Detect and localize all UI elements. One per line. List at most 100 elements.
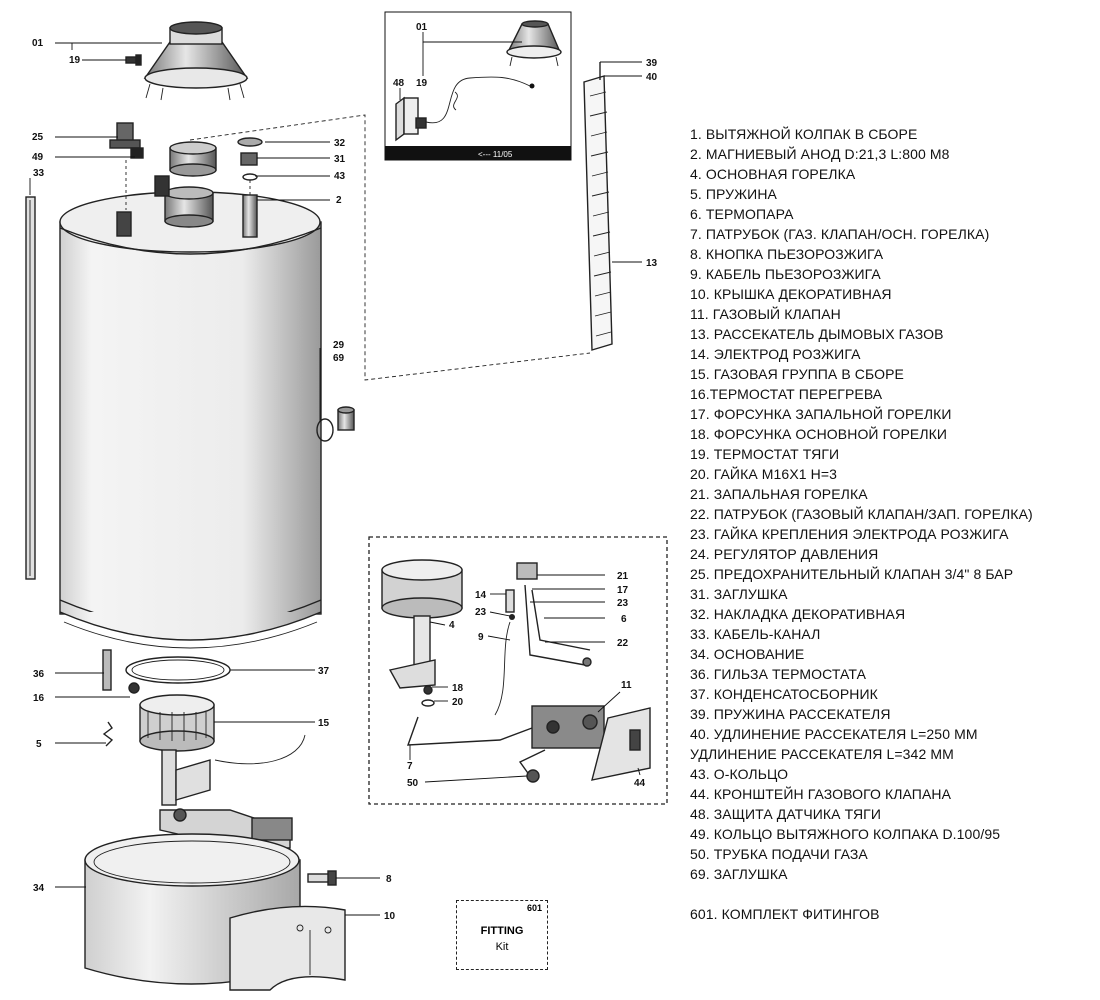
- callout-18: 18: [452, 683, 464, 694]
- inset-date: <--- 11/05: [478, 150, 513, 159]
- callout-39: 39: [646, 58, 658, 69]
- callout-25: 25: [32, 132, 44, 143]
- inset-callout-01: 01: [416, 22, 428, 33]
- inset-callout-48: 48: [393, 78, 405, 89]
- callout-4: 4: [449, 620, 455, 631]
- callout-23-left: 23: [475, 607, 487, 618]
- legend-item: 25. ПРЕДОХРАНИТЕЛЬНЫЙ КЛАПАН 3/4" 8 БАР: [690, 566, 1014, 582]
- callout-17: 17: [617, 585, 629, 596]
- callout-40: 40: [646, 72, 658, 83]
- callout-22: 22: [617, 638, 629, 649]
- inset-callout-19: 19: [416, 78, 428, 89]
- legend-item: 22. ПАТРУБОК (ГАЗОВЫЙ КЛАПАН/ЗАП. ГОРЕЛК…: [690, 506, 1033, 522]
- callout-9: 9: [478, 632, 484, 643]
- callout-37: 37: [318, 666, 330, 677]
- condensate-collector: [125, 656, 231, 684]
- legend-item: 16.ТЕРМОСТАТ ПЕРЕГРЕВА: [690, 386, 883, 402]
- legend-item: 50. ТРУБКА ПОДАЧИ ГАЗА: [690, 846, 868, 862]
- callout-19: 19: [69, 55, 81, 66]
- legend-item: 14. ЭЛЕКТРОД РОЗЖИГА: [690, 346, 861, 362]
- fitting-kit-box: 601 FITTING Kit: [456, 900, 548, 970]
- legend-item: 15. ГАЗОВАЯ ГРУППА В СБОРЕ: [690, 366, 904, 382]
- legend-item: 19. ТЕРМОСТАТ ТЯГИ: [690, 446, 840, 462]
- tank-fittings: [116, 175, 258, 238]
- pilot-assembly: [494, 562, 592, 716]
- callout-21: 21: [617, 571, 629, 582]
- water-tank: [59, 191, 322, 649]
- legend-item: 7. ПАТРУБОК (ГАЗ. КЛАПАН/ОСН. ГОРЕЛКА): [690, 226, 990, 242]
- legend-item: 24. РЕГУЛЯТОР ДАВЛЕНИЯ: [690, 546, 879, 562]
- callout-8: 8: [386, 874, 392, 885]
- legend-footer: 601. КОМПЛЕКТ ФИТИНГОВ: [690, 906, 880, 922]
- legend-item: 43. О-КОЛЬЦО: [690, 766, 789, 782]
- gas-tubes: [406, 685, 546, 783]
- legend-item: 1. ВЫТЯЖНОЙ КОЛПАК В СБОРЕ: [690, 126, 918, 142]
- callout-43: 43: [334, 171, 346, 182]
- legend-item: УДЛИНЕНИЕ РАССЕКАТЕЛЯ L=342 MM: [690, 746, 954, 762]
- piezo-button: [307, 870, 337, 886]
- callout-5: 5: [36, 739, 42, 750]
- legend-item: 49. КОЛЬЦО ВЫТЯЖНОГО КОЛПАКА D.100/95: [690, 826, 1001, 842]
- callout-14: 14: [475, 590, 487, 601]
- burner-group: [139, 694, 306, 849]
- safety-valve: [109, 122, 144, 159]
- flue-collar: [164, 186, 214, 228]
- legend-item: 44. КРОНШТЕЙН ГАЗОВОГО КЛАПАНА: [690, 786, 952, 802]
- callout-69: 69: [333, 353, 345, 364]
- legend-item: 40. УДЛИНЕНИЕ РАССЕКАТЕЛЯ L=250 MM: [690, 726, 978, 742]
- parts-legend: 1. ВЫТЯЖНОЙ КОЛПАК В СБОРЕ 2. МАГНИЕВЫЙ …: [690, 124, 1095, 924]
- hood-ring: [169, 141, 217, 177]
- kit-code: 601: [526, 903, 542, 913]
- callout-10: 10: [384, 911, 396, 922]
- callout-6: 6: [621, 614, 627, 625]
- callout-44: 44: [634, 778, 646, 789]
- legend-item: 32. НАКЛАДКА ДЕКОРАТИВНАЯ: [690, 606, 906, 622]
- callout-50: 50: [407, 778, 419, 789]
- legend-item: 31. ЗАГЛУШКА: [690, 586, 788, 602]
- draft-hood: [143, 21, 249, 101]
- legend-item: 11. ГАЗОВЫЙ КЛАПАН: [690, 306, 841, 322]
- legend-item: 5. ПРУЖИНА: [690, 186, 777, 202]
- callout-32: 32: [334, 138, 346, 149]
- callout-13: 13: [646, 258, 658, 269]
- flue-baffle: [583, 62, 613, 351]
- callout-49: 49: [32, 152, 44, 163]
- callout-23-right: 23: [617, 598, 629, 609]
- main-burner: [381, 559, 463, 689]
- thermostat-sleeve: [102, 649, 140, 694]
- top-caps: [237, 137, 263, 181]
- callout-33: 33: [33, 168, 45, 179]
- callout-15: 15: [318, 718, 330, 729]
- legend-item: 6. ТЕРМОПАРА: [690, 206, 794, 222]
- legend-item: 10. КРЫШКА ДЕКОРАТИВНАЯ: [690, 286, 892, 302]
- leader-lines: [29, 32, 642, 916]
- callout-36: 36: [33, 669, 45, 680]
- callout-7: 7: [407, 761, 413, 772]
- legend-item: 8. КНОПКА ПЬЕЗОРОЗЖИГА: [690, 246, 884, 262]
- kit-subtitle: Kit: [495, 941, 509, 953]
- legend-item: 36. ГИЛЬЗА ТЕРМОСТАТА: [690, 666, 867, 682]
- legend-item: 39. ПРУЖИНА РАССЕКАТЕЛЯ: [690, 706, 891, 722]
- spring: [102, 721, 114, 747]
- legend-item: 33. КАБЕЛЬ-КАНАЛ: [690, 626, 821, 642]
- legend-item: 23. ГАЙКА КРЕПЛЕНИЯ ЭЛЕКТРОДА РОЗЖИГА: [690, 526, 1009, 542]
- legend-item: 20. ГАЙКА M16X1 H=3: [690, 466, 837, 482]
- callout-16: 16: [33, 693, 45, 704]
- callout-31: 31: [334, 154, 346, 165]
- legend-item: 9. КАБЕЛЬ ПЬЕЗОРОЗЖИГА: [690, 266, 881, 282]
- legend-item: 4. ОСНОВНАЯ ГОРЕЛКА: [690, 166, 856, 182]
- callout-11: 11: [621, 680, 632, 691]
- legend-item: 37. КОНДЕНСАТОСБОРНИК: [690, 686, 878, 702]
- callout-29: 29: [333, 340, 345, 351]
- legend-item: 2. МАГНИЕВЫЙ АНОД D:21,3 L:800 M8: [690, 146, 950, 162]
- side-plug: [316, 406, 355, 442]
- hood-screw: [125, 54, 142, 66]
- legend-item: 13. РАССЕКАТЕЛЬ ДЫМОВЫХ ГАЗОВ: [690, 326, 944, 342]
- kit-title: FITTING: [480, 925, 524, 937]
- gas-valve: [531, 705, 651, 781]
- cable-channel: [25, 196, 36, 580]
- legend-item: 18. ФОРСУНКА ОСНОВНОЙ ГОРЕЛКИ: [690, 426, 948, 442]
- callout-2: 2: [336, 195, 342, 206]
- legend-item: 21. ЗАПАЛЬНАЯ ГОРЕЛКА: [690, 486, 868, 502]
